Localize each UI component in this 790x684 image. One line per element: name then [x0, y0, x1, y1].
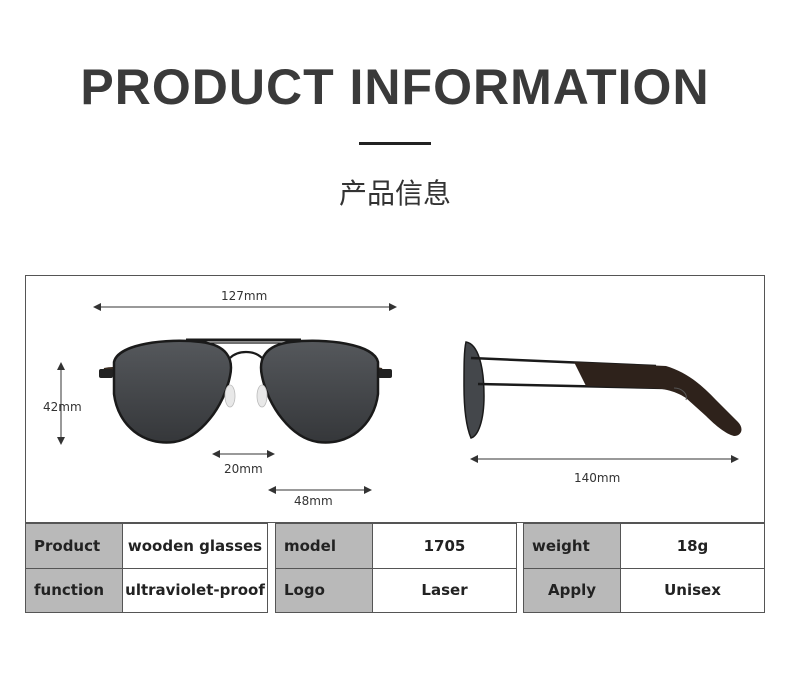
table-row: Apply Unisex	[523, 567, 765, 613]
table-row: weight 18g	[523, 523, 765, 569]
spec-label: function	[25, 567, 123, 613]
table-row: Logo Laser	[275, 567, 517, 613]
spec-label: Product	[25, 523, 123, 569]
temple-dimension-label: 140mm	[574, 471, 621, 485]
spec-table-weight: weight 18g Apply Unisex	[523, 523, 765, 613]
lens-dimension-label: 48mm	[294, 494, 333, 508]
page-title: PRODUCT INFORMATION	[80, 59, 710, 115]
spec-label: Apply	[523, 567, 621, 613]
spec-label: Logo	[275, 567, 373, 613]
table-row: Product wooden glasses	[25, 523, 268, 569]
bridge-dimension-label: 20mm	[224, 462, 263, 476]
spec-value: wooden glasses	[122, 523, 268, 569]
table-row: function ultraviolet-proof	[25, 567, 268, 613]
sunglasses-illustration	[57, 303, 742, 494]
spec-value: Unisex	[620, 567, 765, 613]
spec-label: weight	[523, 523, 621, 569]
spec-value: Laser	[372, 567, 517, 613]
title-divider	[359, 142, 431, 145]
table-row: model 1705	[275, 523, 517, 569]
product-diagram-panel: 127mm 42mm 20mm 48mm 140mm	[25, 275, 765, 523]
spec-table-model: model 1705 Logo Laser	[275, 523, 517, 613]
height-dimension-label: 42mm	[43, 400, 82, 414]
spec-value: ultraviolet-proof	[122, 567, 268, 613]
spec-table-product: Product wooden glasses function ultravio…	[25, 523, 268, 613]
page-subtitle: 产品信息	[338, 177, 451, 210]
side-view-glasses	[463, 341, 742, 439]
width-dimension-label: 127mm	[221, 289, 268, 303]
front-view-glasses	[99, 338, 392, 444]
spec-value: 1705	[372, 523, 517, 569]
spec-label: model	[275, 523, 373, 569]
spec-value: 18g	[620, 523, 765, 569]
